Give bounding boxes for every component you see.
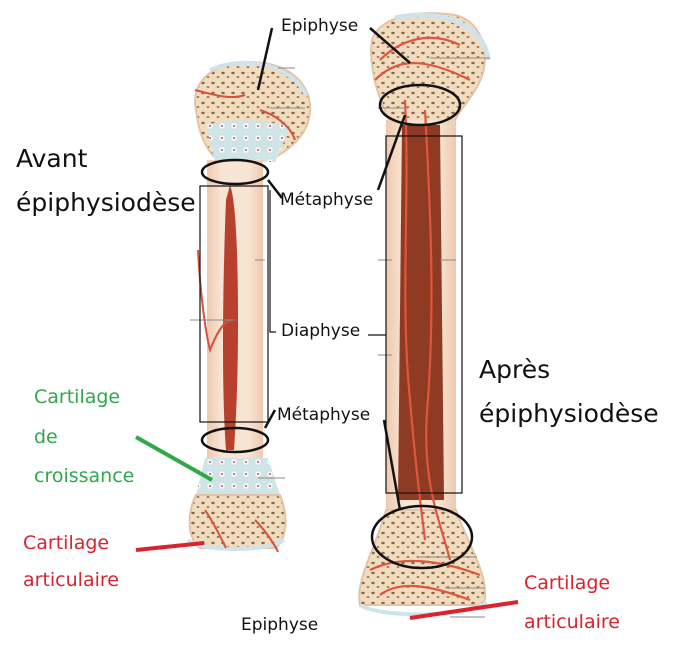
before-title-line1: Avant — [16, 144, 88, 173]
articular-cartilage-right-line2: articulaire — [524, 611, 620, 633]
left-marrow — [223, 185, 238, 450]
metaphyse-bottom-leader-right — [382, 419, 402, 511]
bone-after — [358, 12, 491, 618]
after-title-line2: épiphysiodèse — [479, 399, 659, 428]
growth-cartilage-line3: croissance — [34, 465, 135, 487]
left-growth-plate-bottom — [196, 458, 280, 495]
metaphyse-leader-left — [267, 179, 283, 199]
articular-cartilage-pointer-left — [135, 541, 205, 552]
label-diaphyse: Diaphyse — [281, 321, 361, 341]
label-epiphyse-top: Epiphyse — [281, 16, 359, 36]
articular-cartilage-left-line2: articulaire — [23, 569, 119, 591]
after-title-line1: Après — [479, 355, 551, 384]
left-diaphysis-box — [199, 185, 269, 423]
growth-cartilage-line1: Cartilage — [34, 386, 121, 408]
bone-before — [186, 60, 312, 553]
articular-cartilage-pointer-right — [409, 600, 519, 620]
left-metaphysis-bottom-ellipse — [200, 426, 270, 454]
leader-lines — [256, 27, 411, 511]
articular-cartilage-left-line1: Cartilage — [23, 532, 110, 554]
growth-cartilage-line2: de — [34, 426, 58, 448]
right-metaphysis-top-ellipse — [378, 83, 462, 127]
left-growth-plate-top — [206, 120, 290, 162]
label-metaphyse-top: Métaphyse — [280, 190, 374, 210]
epiphyse-leader-right — [369, 27, 411, 64]
label-metaphyse-bottom: Métaphyse — [277, 405, 371, 425]
right-diaphysis-box — [385, 135, 463, 494]
label-epiphyse-bottom: Epiphyse — [241, 615, 319, 635]
metaphyse-leader-right — [376, 114, 407, 191]
epiphyse-leader-left — [256, 27, 274, 91]
right-metaphysis-bottom-ellipse — [370, 504, 474, 570]
growth-cartilage-pointer — [135, 435, 213, 482]
articular-cartilage-right-line1: Cartilage — [524, 572, 611, 594]
metaphyse-bottom-leader-left — [263, 409, 277, 429]
right-vessels — [369, 36, 481, 602]
diaphyse-bracket-left — [269, 190, 276, 333]
left-metaphysis-top-ellipse — [200, 158, 270, 186]
before-title-line2: épiphysiodèse — [16, 188, 196, 217]
